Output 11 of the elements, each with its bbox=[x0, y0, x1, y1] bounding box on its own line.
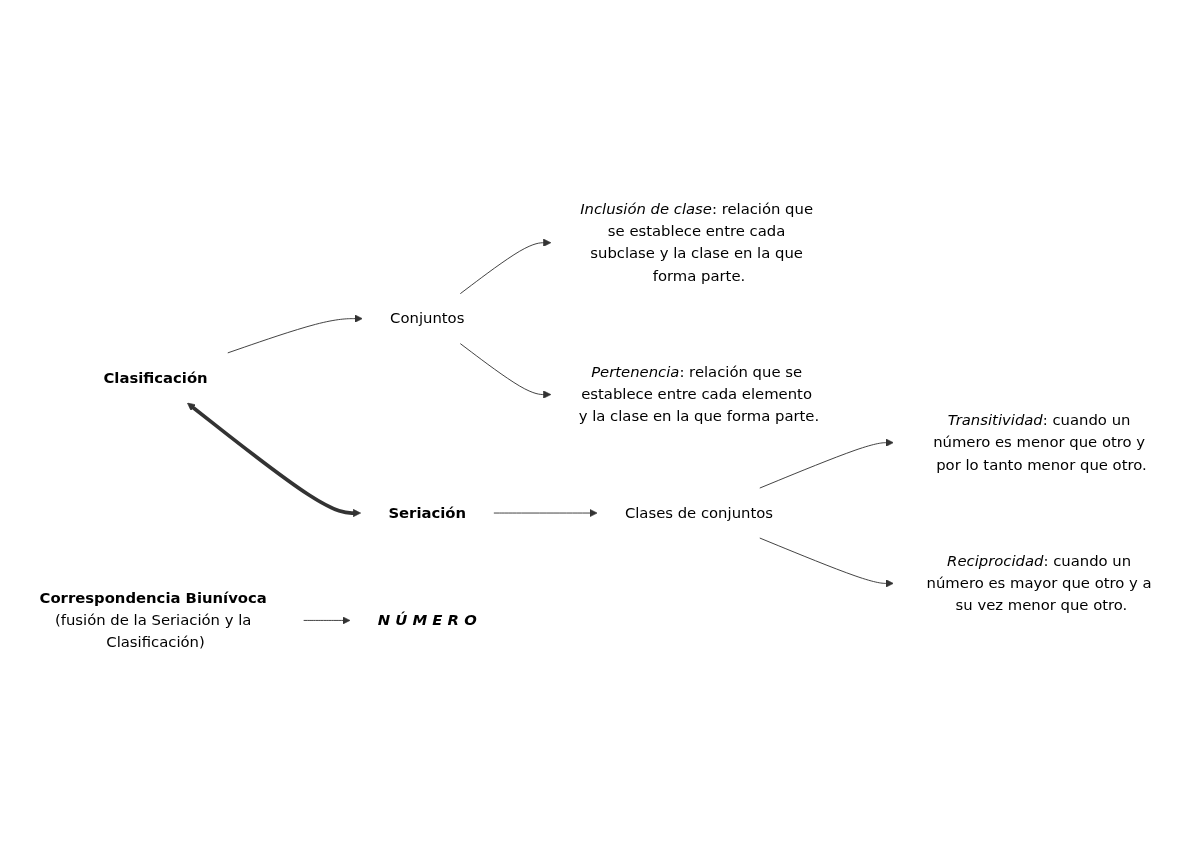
node-text: Pertenencia: relación que se establece entre cada elemento y la clase en la que forma parte. bbox=[578, 363, 820, 426]
arrow bbox=[187, 402, 361, 518]
node-text: Clases de conjuntos bbox=[624, 503, 773, 522]
node-text: Transitividad: cuando un número es menor que otro y por lo tanto menor que otro. bbox=[933, 411, 1147, 474]
node-text: Reciprocidad: cuando un número es mayor que otro y a su vez menor que otro. bbox=[926, 551, 1152, 614]
node-text: Conjuntos bbox=[390, 309, 465, 327]
node-text: N Ú M E R O bbox=[377, 611, 477, 629]
node-text: Correspondencia Biunívoca (fusión de la Seriación y la Clasificación) bbox=[39, 588, 267, 651]
node-text: Clasificación bbox=[103, 368, 208, 387]
node-text: Inclusión de clase: relación que se establece entre cada subclase y la clase en la que forma parte. bbox=[580, 200, 814, 285]
node-text: Seriación bbox=[388, 503, 467, 522]
